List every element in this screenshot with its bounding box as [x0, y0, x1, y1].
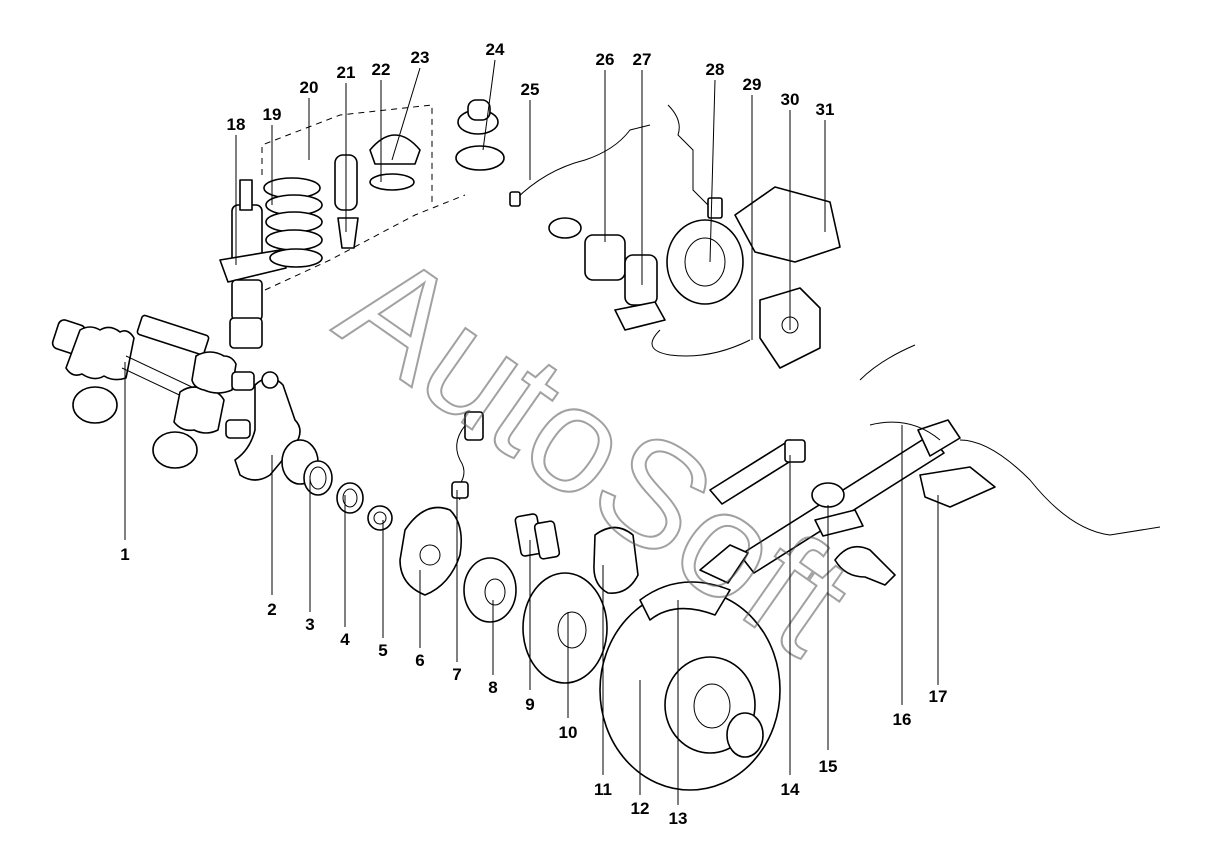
callout-7: 7	[452, 665, 461, 684]
callout-3: 3	[305, 615, 314, 634]
callout-13: 13	[669, 809, 688, 828]
callout-15: 15	[819, 757, 838, 776]
hub-8	[463, 557, 517, 623]
bearing-parts	[303, 460, 393, 531]
coil-spring-19	[263, 177, 323, 268]
dust-shield-6	[399, 506, 463, 596]
steering-column-14-17	[699, 344, 1161, 586]
callout-12: 12	[631, 799, 650, 818]
callout-17: 17	[929, 687, 948, 706]
callout-8: 8	[488, 678, 497, 697]
callout-20: 20	[300, 78, 319, 97]
callout-2: 2	[267, 600, 276, 619]
callout-24: 24	[486, 40, 505, 59]
callout-4: 4	[340, 630, 350, 649]
callout-28: 28	[706, 60, 725, 79]
rear-disc-12-13	[599, 581, 781, 791]
brake-pads-9	[514, 513, 561, 560]
callout-27: 27	[633, 50, 652, 69]
caliper-11	[593, 526, 639, 594]
callout-10: 10	[559, 723, 578, 742]
callout-6: 6	[415, 651, 424, 670]
brake-disc-10	[522, 572, 608, 684]
callout-18: 18	[227, 115, 246, 134]
callout-19: 19	[263, 105, 282, 124]
callout-26: 26	[596, 50, 615, 69]
upper-mount-parts	[261, 99, 505, 291]
callout-11: 11	[594, 780, 612, 799]
master-cylinder-26-27	[548, 217, 751, 357]
callout-9: 9	[525, 695, 534, 714]
wheel-speed-sensor-7	[451, 411, 484, 501]
callout-29: 29	[743, 75, 762, 94]
brake-hose-25	[509, 124, 651, 207]
callout-5: 5	[378, 641, 387, 660]
drive-shaft-1	[51, 314, 255, 469]
callout-labels: 1 2 3 4 5 6 7 8 9 10 11 12 13 14 15 16 1…	[120, 40, 947, 828]
callout-22: 22	[372, 60, 391, 79]
callout-14: 14	[781, 780, 800, 799]
callout-25: 25	[521, 80, 540, 99]
callout-31: 31	[816, 100, 835, 119]
leader-lines	[124, 59, 939, 805]
callout-1: 1	[120, 545, 129, 564]
callout-21: 21	[337, 63, 356, 82]
callout-23: 23	[411, 48, 430, 67]
callout-30: 30	[781, 90, 800, 109]
callout-16: 16	[893, 710, 912, 729]
